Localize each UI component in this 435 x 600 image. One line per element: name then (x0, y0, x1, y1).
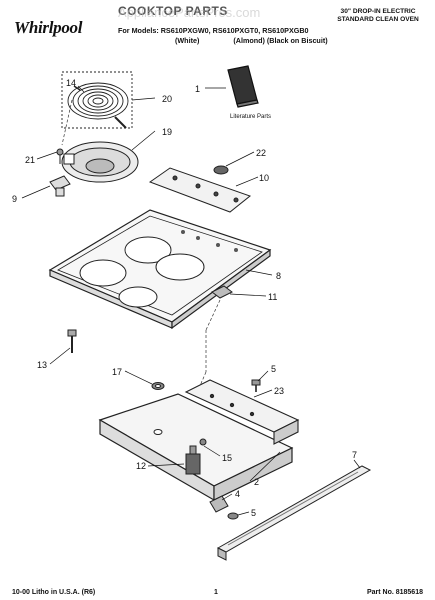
callout-1: 1 (195, 84, 200, 94)
callout-7: 7 (352, 450, 357, 460)
element-receptacle (49, 175, 71, 197)
mounting-bracket (184, 379, 300, 445)
trim-strip (216, 465, 372, 561)
whirlpool-logo: Whirlpool (14, 18, 83, 37)
callout-4: 4 (235, 489, 240, 499)
finish-white: (White) (175, 36, 200, 45)
callout-9: 9 (12, 194, 17, 204)
models-line: For Models: RS610PXGW0, RS610PXGT0, RS61… (118, 26, 309, 35)
terminal-block (185, 445, 201, 475)
literature-label: Literature Parts (230, 114, 271, 120)
callout-5-upper: 5 (271, 364, 276, 374)
callout-15: 15 (222, 453, 232, 463)
finish-line: (White) (Almond) (Black on Biscuit) (175, 36, 328, 45)
pan-hole (153, 429, 163, 435)
callout-11: 11 (268, 292, 277, 302)
watermark: AppliancePartsPros.com (118, 5, 260, 20)
lower-bracket (209, 495, 229, 513)
callout-13: 13 (37, 360, 47, 370)
footer-litho: 10-00 Litho in U.S.A. (R6) (12, 589, 96, 596)
finish-almond: (Almond) (233, 36, 265, 45)
footer-page-number: 1 (214, 589, 218, 596)
callout-23: 23 (274, 386, 284, 396)
bottom-pan (98, 393, 294, 502)
burner-openings (79, 236, 205, 308)
literature-parts-booklet (227, 65, 259, 108)
callout-10: 10 (259, 173, 269, 183)
lower-screw (227, 512, 239, 520)
callout-22: 22 (256, 148, 266, 158)
callout-21: 21 (25, 155, 35, 165)
bracket-screw-top (251, 379, 261, 392)
cooktop-clip (211, 285, 233, 299)
drip-bowl (61, 141, 139, 183)
page-title: COOKTOP PARTS (118, 4, 228, 18)
callout-leader-lines (21, 85, 361, 516)
finish-black: (Black on Biscuit) (266, 36, 328, 45)
control-knob (213, 165, 229, 175)
callout-5-lower: 5 (251, 508, 256, 518)
top-control-holes (181, 230, 238, 252)
grommet (151, 382, 165, 390)
callout-8: 8 (276, 271, 281, 281)
product-description: 30" DROP-IN ELECTRIC STANDARD CLEAN OVEN (337, 8, 419, 23)
callout-17: 17 (112, 367, 122, 377)
terminal-screw (199, 438, 207, 446)
callout-2: 2 (254, 477, 259, 487)
callout-19: 19 (162, 127, 172, 137)
callout-20: 20 (162, 94, 172, 104)
callout-12: 12 (136, 461, 146, 471)
callout-14: 14 (66, 78, 76, 88)
control-panel-strip (148, 167, 252, 213)
mounting-screw (67, 329, 77, 353)
footer-part-number: Part No. 8185618 (366, 589, 423, 596)
surface-element-coil (61, 71, 133, 129)
